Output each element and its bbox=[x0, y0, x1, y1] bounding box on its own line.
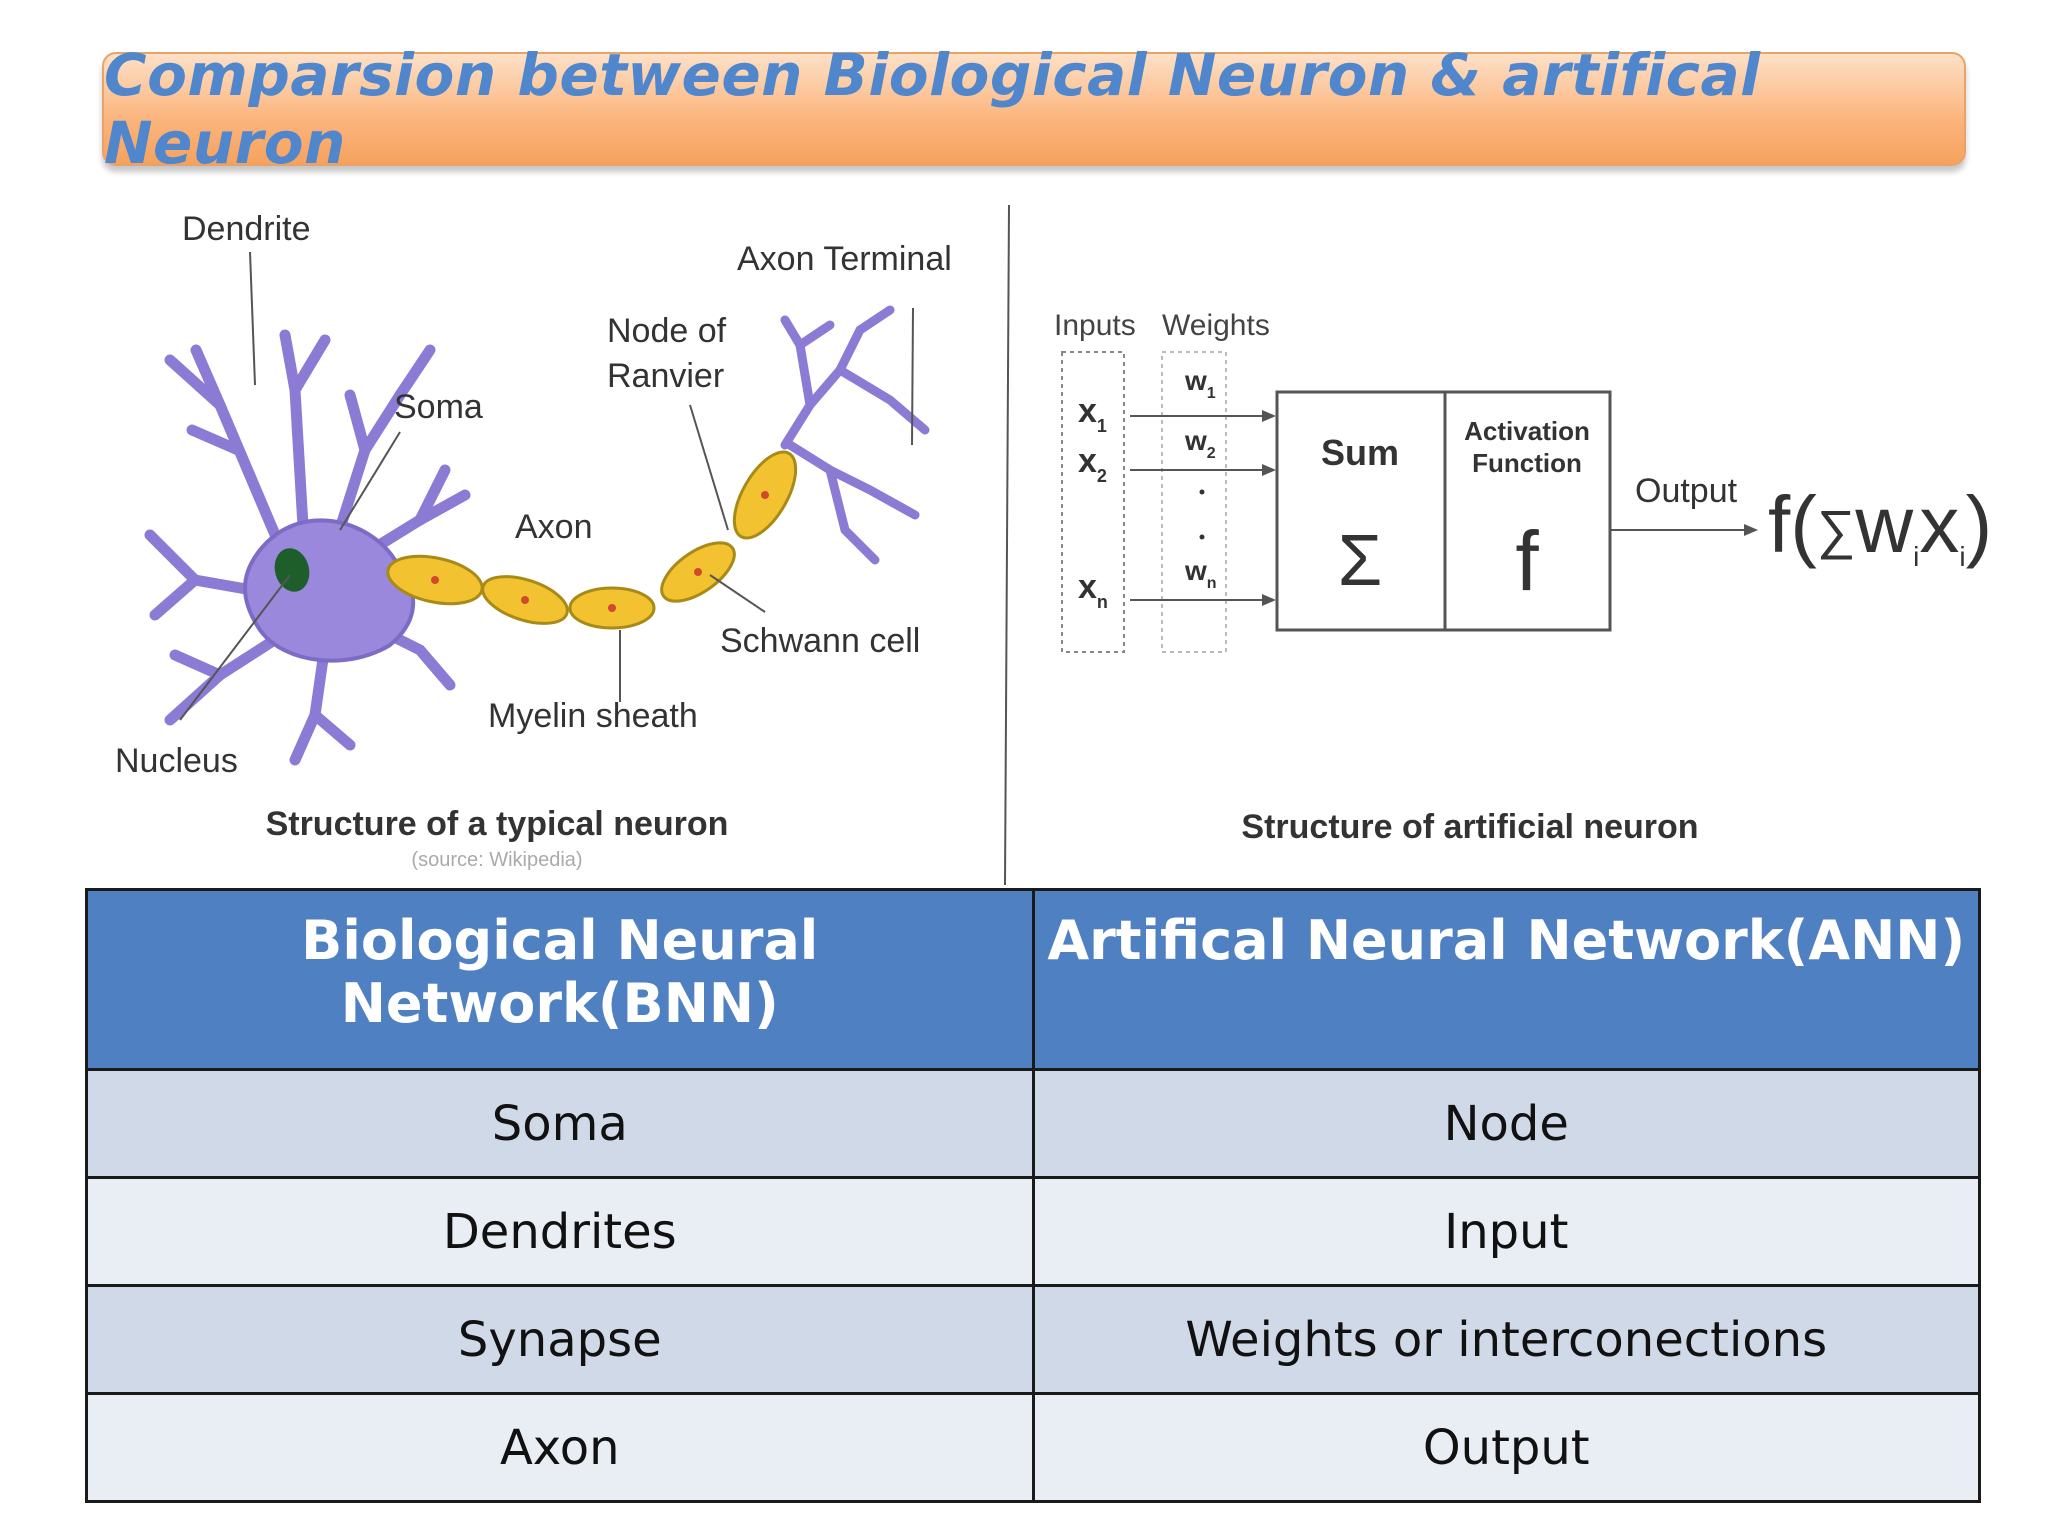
title-banner: Comparsion between Biological Neuron & a… bbox=[102, 41, 1966, 177]
inputs-label: Inputs bbox=[1054, 309, 1136, 342]
header-bnn: Biological Neural Network(BNN) bbox=[85, 888, 1035, 1071]
bio-figure-caption: Structure of a typical neuron bbox=[266, 805, 729, 843]
input-x1-label: x1 bbox=[1078, 392, 1107, 436]
bnn-cell: Dendrites bbox=[85, 1176, 1035, 1287]
page-title: Comparsion between Biological Neuron & a… bbox=[104, 41, 1761, 177]
figures-svg: Dendrite Soma Axon Terminal Node of Ranv… bbox=[115, 204, 1992, 886]
activation-label-line2: Function bbox=[1472, 448, 1582, 478]
figure-area: Dendrite Soma Axon Terminal Node of Ranv… bbox=[100, 200, 2000, 890]
node-of-ranvier-label-line1: Node of bbox=[607, 312, 727, 350]
figure-divider bbox=[1004, 204, 1010, 886]
comparison-table: Biological Neural Network(BNN) Artifical… bbox=[85, 888, 1981, 1503]
node-of-ranvier-label-line2: Ranvier bbox=[607, 357, 724, 395]
weights-label: Weights bbox=[1162, 309, 1270, 342]
table-row: Axon Output bbox=[85, 1392, 1981, 1503]
activation-label-line1: Activation bbox=[1464, 416, 1590, 446]
header-ann: Artifical Neural Network(ANN) bbox=[1031, 888, 1981, 1071]
bnn-cell: Axon bbox=[85, 1392, 1035, 1503]
ann-cell: Node bbox=[1031, 1068, 1981, 1179]
bnn-cell: Soma bbox=[85, 1068, 1035, 1179]
bio-figure-source: (source: Wikipedia) bbox=[411, 849, 582, 871]
weight-wn-label: wn bbox=[1184, 555, 1217, 592]
input-x2-label: x2 bbox=[1078, 442, 1107, 486]
soma-label: Soma bbox=[394, 388, 483, 426]
weight-w2-label: w2 bbox=[1184, 425, 1216, 462]
activation-symbol: f bbox=[1515, 514, 1539, 608]
output-label: Output bbox=[1635, 472, 1738, 510]
dendrite-label: Dendrite bbox=[182, 210, 311, 248]
output-formula: f(∑wixi) bbox=[1768, 480, 1992, 572]
nucleus-shape bbox=[274, 548, 310, 592]
table-row: Soma Node bbox=[85, 1068, 1981, 1179]
table-row: Dendrites Input bbox=[85, 1176, 1981, 1287]
schwann-cell-label: Schwann cell bbox=[720, 622, 920, 660]
artificial-neuron-diagram: Inputs Weights x1 x2 xn w1 w2 wn bbox=[1054, 309, 1992, 846]
label-pointers bbox=[179, 251, 914, 721]
table-header-row: Biological Neural Network(BNN) Artifical… bbox=[85, 888, 1981, 1071]
sum-symbol: Σ bbox=[1338, 521, 1383, 601]
ann-figure-caption: Structure of artificial neuron bbox=[1241, 808, 1698, 846]
weight-w1-label: w1 bbox=[1184, 365, 1216, 402]
neuron-illustration bbox=[144, 305, 930, 766]
ann-cell: Weights or interconections bbox=[1031, 1284, 1981, 1395]
sum-label: Sum bbox=[1321, 432, 1399, 473]
axon-terminal-label: Axon Terminal bbox=[737, 240, 952, 278]
input-xn-label: xn bbox=[1078, 568, 1108, 612]
myelin-sheath-label: Myelin sheath bbox=[488, 697, 698, 735]
table-row: Synapse Weights or interconections bbox=[85, 1284, 1981, 1395]
ann-cell: Input bbox=[1031, 1176, 1981, 1287]
bnn-cell: Synapse bbox=[85, 1284, 1035, 1395]
ann-cell: Output bbox=[1031, 1392, 1981, 1503]
axon-label: Axon bbox=[515, 508, 593, 546]
nucleus-label: Nucleus bbox=[115, 742, 238, 780]
axon-terminal-branches bbox=[780, 305, 930, 565]
